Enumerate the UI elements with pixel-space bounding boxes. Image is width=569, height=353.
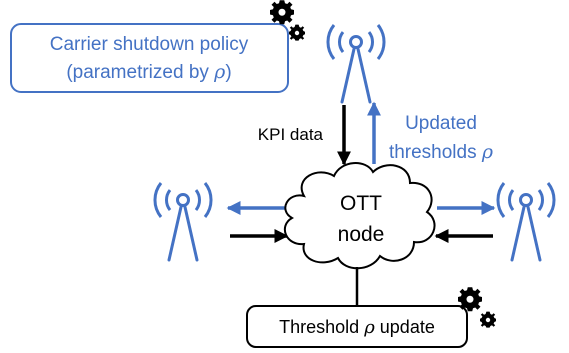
antenna-tower-icon-right	[496, 181, 556, 262]
antenna-tower-icon-left	[153, 181, 213, 262]
updated-label: Updated	[405, 113, 477, 134]
policy-box: Carrier shutdown policy (parametrized by…	[10, 23, 289, 93]
ott-node-label-line1: OTT	[340, 192, 382, 215]
thresholds-label: thresholds ρ	[389, 141, 494, 163]
antenna-tower-icon-top	[326, 23, 386, 104]
kpi-label: KPI data	[258, 125, 324, 144]
policy-title: Carrier shutdown policy	[50, 34, 249, 55]
ott-node-label-line2: node	[338, 223, 385, 246]
ott-node-cloud	[283, 162, 436, 270]
update-box: Threshold ρ update	[246, 305, 468, 348]
update-label: Threshold ρ update	[279, 317, 435, 338]
policy-subtitle: (parametrized by ρ)	[66, 61, 231, 83]
